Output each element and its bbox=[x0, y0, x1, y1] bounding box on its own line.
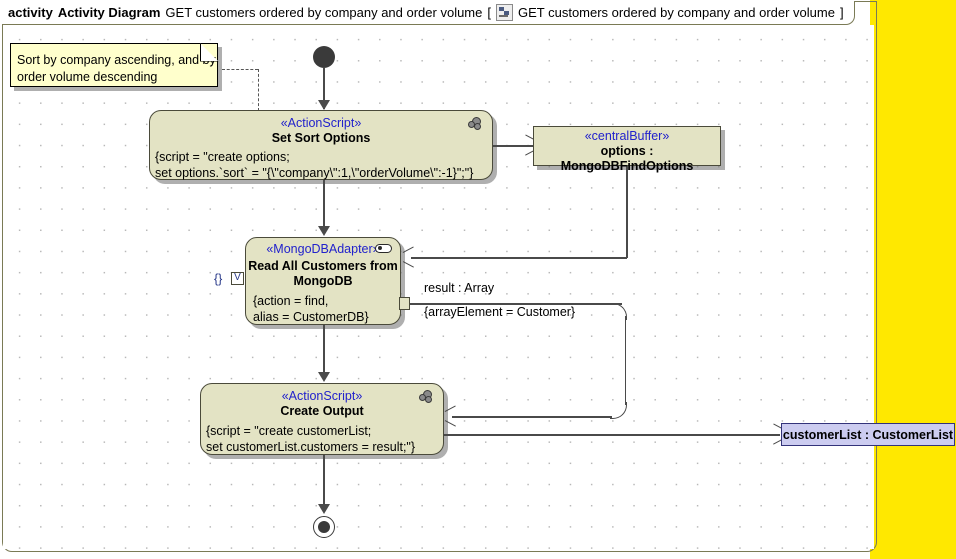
edge-result-h-bottom bbox=[452, 416, 612, 418]
arrowhead-read-to-create-output bbox=[318, 372, 330, 382]
central-buffer-options[interactable]: «centralBuffer» options : MongoDBFindOpt… bbox=[533, 126, 721, 173]
diagram-keyword: activity bbox=[8, 5, 53, 20]
bracket-close: ] bbox=[839, 5, 844, 20]
note-sort-order[interactable]: Sort by company ascending, and by order … bbox=[10, 42, 219, 87]
action-read-all-customers[interactable]: «MongoDBAdapter» Read All Customers from… bbox=[245, 237, 401, 325]
edge-result-h-top bbox=[410, 303, 622, 305]
edge-create-output-to-final bbox=[323, 455, 325, 511]
create-output-name: Create Output bbox=[280, 404, 364, 418]
arrowhead-buffer-to-adapter bbox=[404, 252, 415, 263]
edge-create-output-to-customerlist bbox=[444, 434, 780, 436]
diagram-context-name: GET customers ordered by company and ord… bbox=[518, 5, 835, 20]
edge-initial-to-set-sort bbox=[323, 68, 325, 109]
note-anchor-v bbox=[258, 69, 259, 111]
output-pin-customer-list[interactable]: customerList : CustomerList bbox=[781, 423, 955, 446]
diagram-title-tab[interactable]: activity Activity Diagram GET customers … bbox=[2, 1, 855, 25]
activity-final-inner bbox=[318, 521, 330, 533]
edge-result-constraint: {arrayElement = Customer} bbox=[424, 305, 576, 319]
adapter-input-pin[interactable]: V bbox=[231, 272, 244, 285]
diagram-name: GET customers ordered by company and ord… bbox=[165, 5, 483, 20]
action-create-output[interactable]: «ActionScript» Create Output {script = "… bbox=[200, 383, 444, 455]
edge-result-v bbox=[624, 316, 626, 405]
edge-buffer-down bbox=[626, 166, 628, 258]
edge-result-label: result : Array bbox=[424, 281, 495, 295]
edge-set-sort-to-read bbox=[323, 180, 325, 230]
bracket-open: [ bbox=[487, 5, 491, 20]
create-output-stereotype: «ActionScript» bbox=[281, 389, 363, 403]
read-customers-name: Read All Customers from MongoDB bbox=[248, 259, 398, 288]
edge-set-sort-to-buffer bbox=[493, 145, 536, 147]
action-set-sort-options[interactable]: «ActionScript» Set Sort Options {script … bbox=[149, 110, 493, 180]
adapter-braces-label: {} bbox=[214, 272, 223, 286]
port-icon bbox=[375, 244, 392, 253]
yellow-side-band bbox=[870, 0, 956, 559]
arrowhead-create-output-to-final bbox=[318, 504, 330, 514]
read-customers-body: {action = find, alias = CustomerDB} bbox=[253, 294, 369, 324]
activity-diagram-icon bbox=[496, 4, 513, 21]
set-sort-options-body: {script = "create options; set options.`… bbox=[155, 150, 474, 180]
create-output-body: {script = "create customerList; set cust… bbox=[206, 424, 416, 454]
script-icon bbox=[419, 390, 435, 404]
set-sort-options-name: Set Sort Options bbox=[271, 131, 371, 145]
initial-node[interactable] bbox=[313, 46, 335, 68]
arrowhead-initial-to-set-sort bbox=[318, 100, 330, 110]
arrowhead-result-to-create-output bbox=[446, 411, 457, 422]
script-icon bbox=[468, 117, 484, 131]
read-customers-stereotype: «MongoDBAdapter» bbox=[266, 242, 380, 256]
edge-read-to-create-output bbox=[323, 325, 325, 376]
central-buffer-stereotype: «centralBuffer» bbox=[584, 129, 670, 143]
adapter-output-pin[interactable] bbox=[399, 297, 410, 310]
note-anchor-h bbox=[222, 69, 258, 70]
note-text: Sort by company ascending, and by order … bbox=[17, 53, 216, 84]
diagram-type-label: Activity Diagram bbox=[57, 5, 161, 20]
edge-buffer-to-adapter bbox=[411, 257, 627, 259]
set-sort-options-stereotype: «ActionScript» bbox=[280, 116, 362, 130]
central-buffer-name: options : MongoDBFindOptions bbox=[560, 144, 694, 173]
arrowhead-set-sort-to-read bbox=[318, 226, 330, 236]
